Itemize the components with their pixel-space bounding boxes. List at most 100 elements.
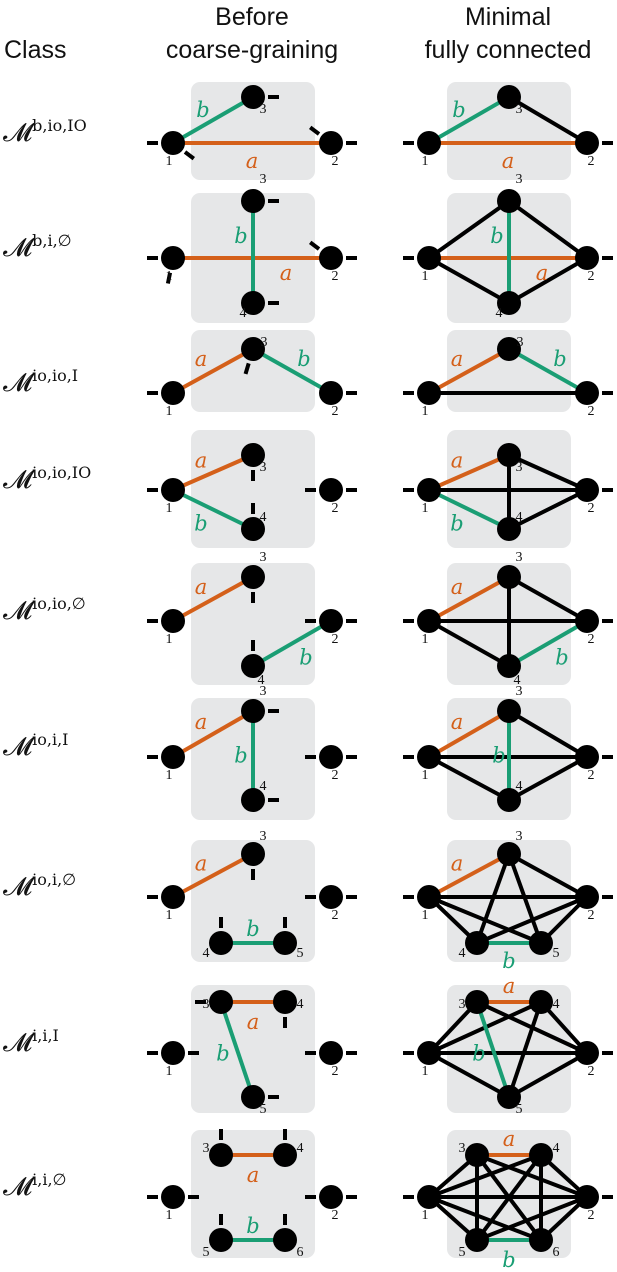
edge-black-4-2 [508, 488, 588, 531]
edge-label-b: b [297, 347, 310, 371]
class-label: 𝓜i,i,I [3, 1026, 59, 1058]
edge-black-1-4 [428, 619, 510, 668]
header-class: Class [4, 36, 67, 64]
node-number: 2 [588, 501, 595, 516]
node-4 [273, 1143, 297, 1167]
edge-a-1-3 [172, 453, 254, 492]
class-label: 𝓜io,i,I [3, 730, 68, 762]
node-number: 3 [260, 829, 267, 844]
header-after-line2: fully connected [425, 36, 592, 64]
node-number: 1 [166, 501, 173, 516]
node-1 [417, 131, 441, 155]
edge-label-b: b [502, 1248, 515, 1272]
node-number: 1 [422, 632, 429, 647]
node-4 [497, 654, 521, 678]
edge-label-b: b [492, 744, 505, 768]
class-symbol: 𝓜 [3, 596, 35, 626]
node-2 [575, 1041, 599, 1065]
edge-label-a: a [536, 261, 549, 285]
edge-b-3-5 [219, 1001, 255, 1098]
node-number: 3 [203, 997, 210, 1012]
graph-panel [191, 430, 315, 548]
edge-black-4-2 [508, 755, 588, 802]
node-3 [497, 699, 521, 723]
edge-black-3-2 [507, 95, 589, 145]
edge-label-a: a [195, 449, 208, 473]
node-3 [209, 1143, 233, 1167]
node-number: 1 [166, 404, 173, 419]
class-superscript: b,i,∅ [32, 231, 71, 250]
edge-a-1-3 [428, 453, 510, 492]
node-number: 2 [332, 501, 339, 516]
edge-a-1-3 [428, 575, 510, 623]
node-number: 2 [332, 908, 339, 923]
class-label: 𝓜i,i,∅ [3, 1170, 66, 1202]
edge-a-1-3 [172, 852, 254, 899]
node-number: 4 [260, 779, 267, 794]
node-3 [241, 337, 265, 361]
node-number: 3 [260, 172, 267, 187]
edge-black-1-4 [428, 1153, 542, 1199]
node-5 [529, 931, 553, 955]
column-headers: Class Before coarse-graining Minimal ful… [4, 3, 591, 64]
node-1 [161, 1041, 185, 1065]
node-number: 4 [258, 673, 265, 688]
node-number: 1 [422, 404, 429, 419]
node-3 [465, 1143, 489, 1167]
edge-label-b: b [216, 1042, 229, 1066]
edge-b-4-2 [508, 619, 588, 668]
node-number: 4 [496, 306, 503, 321]
class-label: 𝓜io,io,IO [3, 463, 91, 495]
node-1 [417, 478, 441, 502]
node-number: 1 [166, 154, 173, 169]
edge-black-1-4 [428, 256, 510, 305]
node-2 [319, 246, 343, 270]
node-number: 2 [332, 404, 339, 419]
edge-a-1-3 [172, 347, 254, 395]
edge-black-3-2 [507, 199, 589, 260]
node-number: 3 [260, 102, 267, 117]
node-number: 1 [422, 768, 429, 783]
class-superscript: i,i,∅ [32, 1170, 66, 1189]
node-number: 6 [297, 1245, 304, 1260]
node-2 [319, 131, 343, 155]
node-1 [161, 131, 185, 155]
node-number: 2 [588, 1064, 595, 1079]
node-1 [417, 1185, 441, 1209]
node-2 [575, 1185, 599, 1209]
node-4 [497, 291, 521, 315]
node-2 [319, 1041, 343, 1065]
node-stub [309, 240, 321, 251]
edge-label-b: b [234, 224, 247, 248]
edge-black-5-2 [476, 1195, 588, 1242]
node-1 [417, 381, 441, 405]
edge-b-1-3 [172, 95, 254, 145]
node-number: 2 [332, 1064, 339, 1079]
edge-label-b: b [490, 224, 503, 248]
edge-b-1-3 [428, 95, 510, 145]
header-after-line1: Minimal [465, 3, 551, 31]
edge-label-b: b [246, 917, 259, 941]
node-4 [241, 517, 265, 541]
edge-label-a: a [247, 1163, 260, 1187]
node-2 [575, 609, 599, 633]
node-3 [497, 443, 521, 467]
node-number: 1 [166, 1208, 173, 1223]
node-5 [497, 1085, 521, 1109]
edge-a-1-3 [428, 709, 510, 759]
node-number: 3 [260, 550, 267, 565]
node-number: 1 [422, 269, 429, 284]
edge-label-a: a [195, 575, 208, 599]
